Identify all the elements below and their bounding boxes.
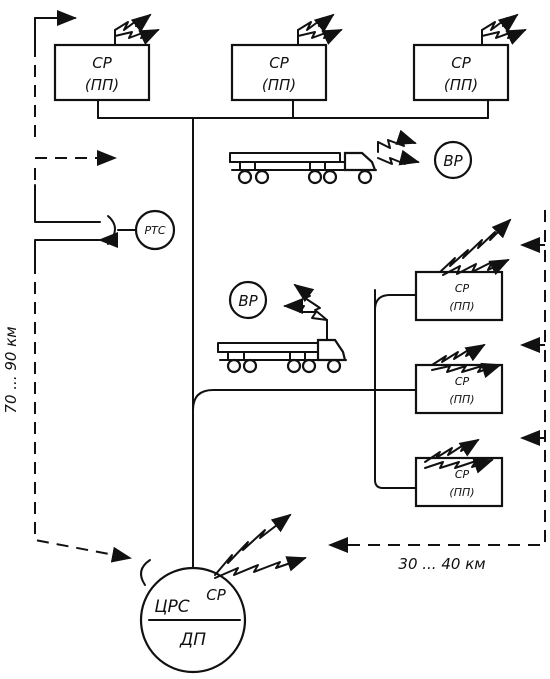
distance-short-label: 30 ... 40 км [398,555,485,573]
central-antenna [214,513,307,579]
mobile-station-label: ВР [443,152,463,170]
right-antenna-2 [431,337,545,379]
left-line-from-rts [34,232,118,263]
dispatch-point-label: ДП [179,630,206,650]
right-station-2: СР (ПП) [414,363,504,415]
station-pp-label: (ПП) [449,486,474,499]
mobile-station-label: ВР [238,292,258,310]
top-station-3: СР (ПП) [412,43,510,102]
repeater-station: РТС [107,209,176,251]
station-pp-label: (ПП) [262,76,296,94]
station-sr-label: СР [455,282,470,295]
top-antenna-2 [297,13,343,46]
station-pp-label: (ПП) [449,300,474,313]
central-station-label: ЦРС [154,597,189,617]
left-line-to-rts [34,184,101,223]
repeater-label: РТС [144,224,165,237]
central-station: ЦРС СР ДП [139,559,247,674]
top-station-1: СР (ПП) [53,43,151,102]
right-bus [374,289,417,489]
station-sr-label: СР [455,468,470,481]
central-sr-label: СР [206,586,226,604]
station-sr-label: СР [455,375,470,388]
truck-upper [229,129,420,185]
station-sr-label: СР [92,54,112,72]
station-pp-label: (ПП) [449,393,474,406]
left-dash-long [34,262,132,563]
right-antenna-1 [439,218,545,276]
station-sr-label: СР [451,54,471,72]
right-station-1: СР (ПП) [414,270,504,322]
station-pp-label: (ПП) [444,76,478,94]
mobile-station-upper: ВР [433,140,473,180]
truck-lower [217,283,347,374]
station-pp-label: (ПП) [85,76,119,94]
station-sr-label: СР [269,54,289,72]
right-antenna-3 [424,430,545,474]
top-antenna-1 [114,13,160,46]
top-antenna-3 [481,13,527,46]
distance-long-label: 70 ... 90 км [2,326,20,413]
right-drop-top [374,294,417,311]
central-ear [140,559,151,586]
right-dash-long [328,210,546,553]
branch-right [192,389,376,411]
mobile-station-lower: ВР [228,280,268,320]
top-station-2: СР (ПП) [230,43,328,102]
right-station-3: СР (ПП) [414,456,504,508]
